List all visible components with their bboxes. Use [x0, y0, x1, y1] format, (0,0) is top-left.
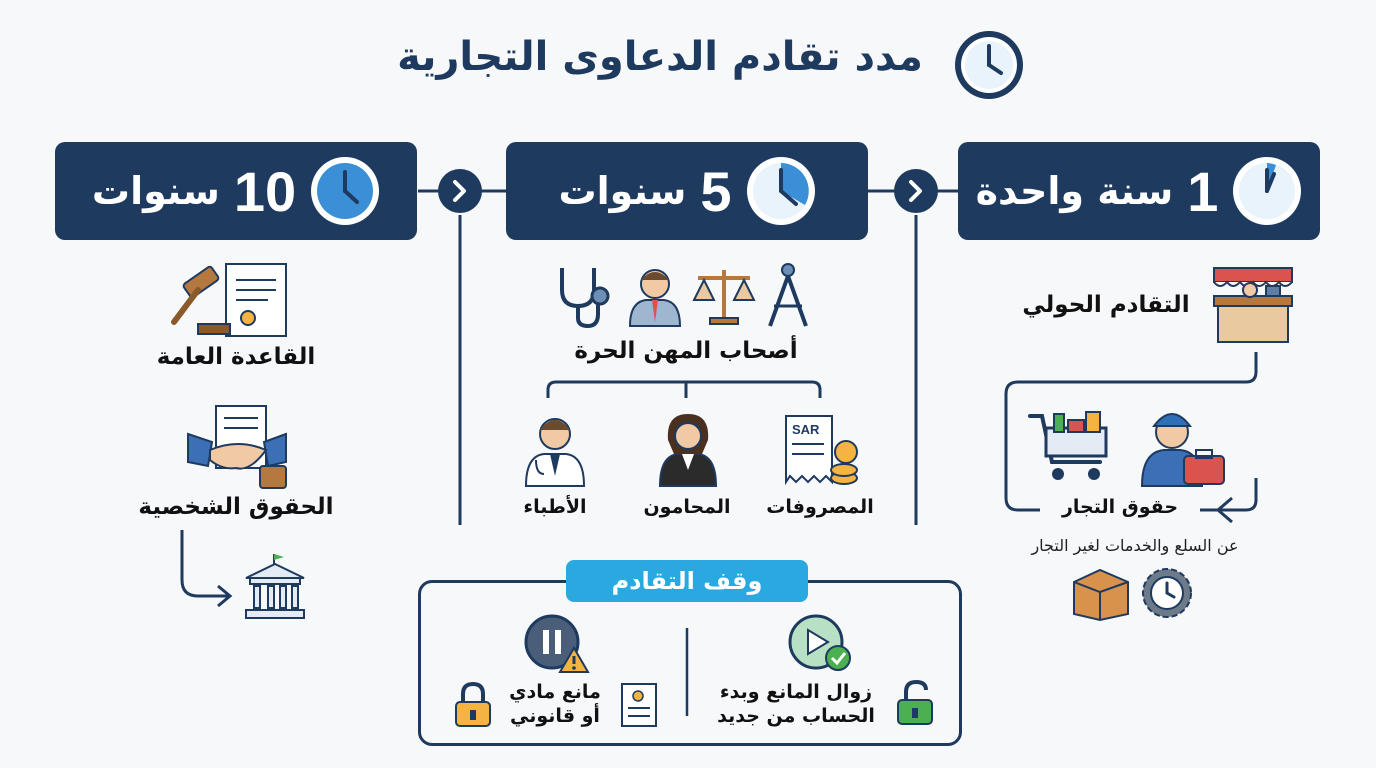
market-stall-icon — [1213, 267, 1293, 343]
government-building-icon — [245, 554, 305, 619]
suspension-title: وقف التقادم — [566, 560, 808, 602]
shopping-cart-icon — [1028, 411, 1108, 480]
clock-icon — [1233, 157, 1302, 225]
resume-text: زوال المانع وبدء الحساب من جديد — [712, 680, 880, 728]
period-number: 5 — [700, 159, 732, 223]
professional-icon — [628, 269, 682, 327]
invoice-coins-icon: SAR — [785, 415, 858, 486]
obstacle-text: مانع مادي أو قانوني — [500, 680, 610, 728]
box-icon — [1073, 568, 1129, 622]
period-header-10-years: سنوات 10 — [55, 142, 417, 240]
unlock-icon — [897, 679, 933, 725]
gear-clock-icon — [1142, 568, 1192, 618]
lawyer-icon — [658, 414, 718, 487]
lock-icon — [455, 681, 491, 727]
handshake-document-icon — [187, 405, 287, 489]
period-header-5-years: سنوات 5 — [506, 142, 868, 240]
sar-text: SAR — [792, 422, 820, 437]
gavel-document-icon — [171, 263, 287, 337]
merchant-rights-note: عن السلع والخدمات لغير التجار — [1031, 536, 1239, 555]
resume-line-2: الحساب من جديد — [717, 705, 875, 727]
clock-icon — [746, 157, 815, 225]
doctor-icon — [524, 418, 586, 487]
page-title: مدد تقادم الدعاوى التجارية — [360, 34, 960, 80]
personal-rights-label: الحقوق الشخصية — [138, 494, 334, 520]
play-check-icon — [788, 614, 851, 671]
lawyers-label: المحامون — [643, 496, 731, 518]
clock-icon — [955, 31, 1023, 99]
heading-liberal-professions: أصحاب المهن الحرة — [574, 338, 798, 364]
clock-icon — [311, 157, 380, 225]
period-number: 1 — [1187, 159, 1219, 223]
pause-warning-icon — [524, 614, 590, 673]
heading-annual-prescription: التقادم الحولي — [1022, 292, 1190, 318]
expenses-label: المصروفات — [766, 496, 874, 518]
compass-icon — [768, 263, 808, 327]
period-unit: سنوات — [558, 169, 687, 213]
period-unit: سنوات — [91, 169, 220, 213]
stethoscope-icon — [560, 268, 610, 329]
doctors-label: الأطباء — [523, 496, 587, 518]
period-number: 10 — [233, 159, 297, 223]
scales-icon — [692, 270, 756, 325]
resume-line-1: زوال المانع وبدء — [719, 681, 873, 703]
merchant-rights-label: حقوق التجار — [1061, 496, 1179, 518]
chevron-left-icon[interactable] — [438, 169, 482, 213]
general-rule-label: القاعدة العامة — [156, 344, 316, 370]
merchant-icon — [1140, 413, 1225, 487]
obstacle-line-2: أو قانوني — [510, 705, 600, 727]
chevron-left-icon[interactable] — [894, 169, 938, 213]
period-header-1-year: سنة واحدة 1 — [958, 142, 1320, 240]
period-unit: سنة واحدة — [975, 169, 1174, 213]
obstacle-line-1: مانع مادي — [509, 681, 601, 703]
certificate-icon — [621, 683, 657, 727]
title-text: مدد تقادم الدعاوى التجارية — [397, 34, 923, 80]
